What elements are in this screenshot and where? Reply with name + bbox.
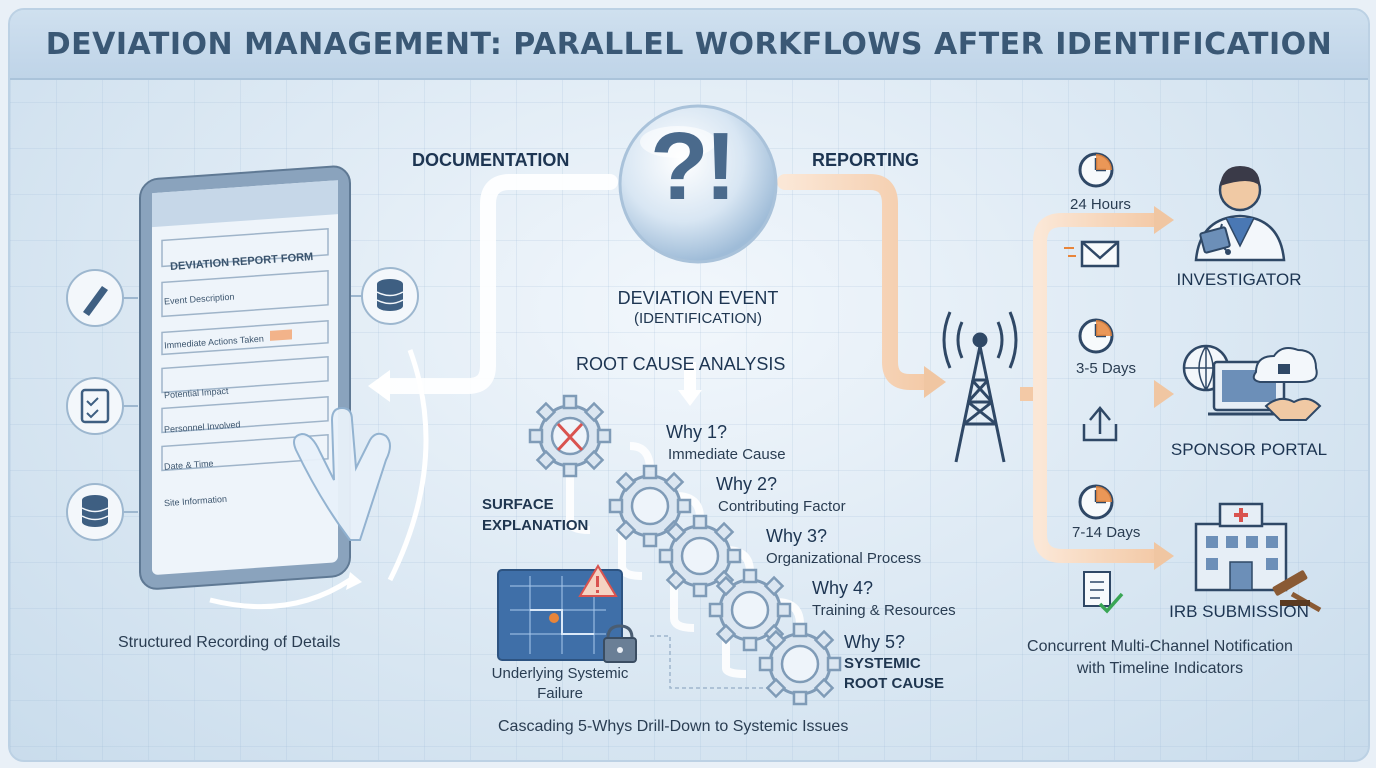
documentation-caption: Structured Recording of Details (118, 634, 341, 651)
document-check-icon (1083, 571, 1124, 614)
why-3-answer: Organizational Process (766, 550, 922, 567)
blueprint-warning-icon (497, 564, 623, 661)
why-5-answer: SYSTEMIC ROOT CAUSE (844, 655, 945, 692)
diagram-frame: DEVIATION MANAGEMENT: PARALLEL WORKFLOWS… (8, 8, 1370, 762)
page-title: DEVIATION MANAGEMENT: PARALLEL WORKFLOWS… (45, 26, 1333, 62)
channel-arrow-1 (1033, 213, 1158, 394)
clock-icon-7-14d (1078, 484, 1114, 520)
broadcast-tower-icon (942, 311, 1018, 463)
clock-icon-24h (1078, 152, 1114, 188)
why-4-answer: Training & Resources (812, 602, 956, 619)
deviation-orb (618, 104, 778, 264)
channel-1-target: INVESTIGATOR (1176, 270, 1302, 289)
database-icon (66, 483, 124, 541)
channel-2-time: 3-5 Days (1076, 360, 1137, 377)
root-cause-label: ROOT CAUSE ANALYSIS (576, 354, 786, 374)
deviation-event-label: DEVIATION EVENT (617, 288, 779, 308)
database-icon (361, 267, 419, 325)
title-bar: DEVIATION MANAGEMENT: PARALLEL WORKFLOWS… (10, 10, 1368, 80)
reporting-caption-2: with Timeline Indicators (1076, 660, 1244, 677)
investigator-avatar (1194, 166, 1286, 262)
channel-3-target: IRB SUBMISSION (1169, 602, 1309, 621)
channel-arrow-3 (1033, 394, 1158, 563)
envelope-icon (1064, 240, 1120, 268)
channel-2-target: SPONSOR PORTAL (1170, 440, 1328, 459)
why-1-question: Why 1? (666, 422, 728, 442)
sponsor-portal-icon (1182, 344, 1322, 421)
why-2-answer: Contributing Factor (718, 498, 846, 515)
rca-arrow-head (678, 390, 702, 406)
tablet-illustration (66, 165, 429, 610)
question-exclamation-icon: ?! (650, 113, 737, 220)
reporting-caption-1: Concurrent Multi-Channel Notification (1027, 638, 1293, 655)
why-5-question: Why 5? (844, 632, 906, 652)
clock-icon-3-5d (1078, 318, 1114, 354)
reporting-label: REPORTING (812, 150, 920, 170)
gear-cascade (497, 394, 842, 706)
hand-illustration (293, 406, 391, 541)
documentation-label: DOCUMENTATION (412, 150, 570, 170)
reporting-illustrations (942, 152, 1322, 614)
why-3-question: Why 3? (766, 526, 828, 546)
reporting-arrow (777, 174, 938, 390)
documentation-arrow-head (368, 370, 390, 402)
deviation-event-sublabel: (IDENTIFICATION) (633, 310, 763, 327)
lock-icon (603, 624, 637, 663)
irb-building-icon (1194, 502, 1288, 592)
why-2-question: Why 2? (716, 474, 778, 494)
underlying-failure-label: Underlying Systemic Failure (491, 665, 629, 702)
channel-3-time: 7-14 Days (1072, 524, 1141, 541)
why-4-question: Why 4? (812, 578, 874, 598)
reporting-arrow-head (924, 366, 946, 398)
why-1-answer: Immediate Cause (668, 446, 786, 463)
documentation-arrow (374, 174, 618, 394)
surface-explanation-label: SURFACE EXPLANATION (482, 496, 589, 534)
clipboard-icon (66, 377, 124, 435)
upload-icon (1082, 406, 1118, 442)
rca-caption: Cascading 5-Whys Drill-Down to Systemic … (498, 718, 849, 735)
gavel-icon (1272, 570, 1322, 613)
channel-1-time: 24 Hours (1070, 196, 1131, 213)
